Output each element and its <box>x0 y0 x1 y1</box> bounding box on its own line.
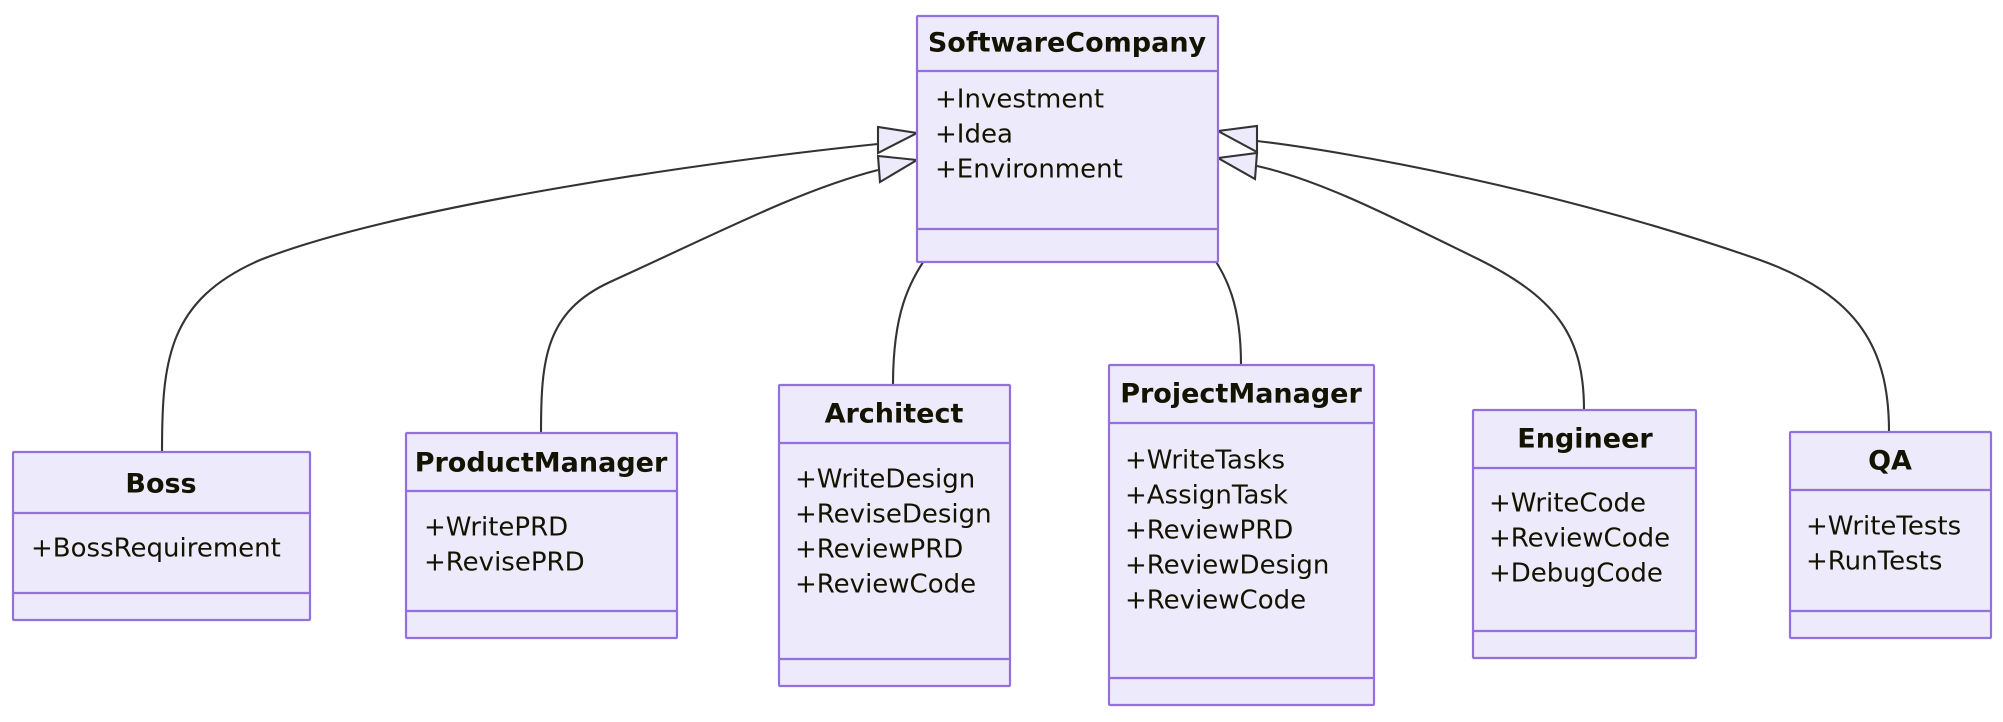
class-box-outline-architect <box>777 383 1012 688</box>
class-attribute: +WriteTests <box>1806 512 1961 542</box>
class-box-outline-boss <box>11 450 312 622</box>
class-box-engineer[interactable]: Engineer +WriteCode +ReviewCode +DebugCo… <box>1471 408 1698 660</box>
class-attribute: +ReviewCode <box>1489 524 1670 554</box>
edge-productmanager-to-softwarecompany <box>539 168 879 434</box>
class-attribute: +Idea <box>935 120 1013 150</box>
class-attribute: +RunTests <box>1806 547 1942 577</box>
class-attribute: +ReviewPRD <box>795 535 963 565</box>
class-attribute: +RevisePRD <box>424 548 585 578</box>
class-attribute: +ReviewPRD <box>1125 516 1293 546</box>
class-attribute: +WriteTasks <box>1125 446 1285 476</box>
class-attribute: +ReviseDesign <box>795 500 992 530</box>
edge-boss-to-softwarecompany <box>160 142 879 453</box>
class-box-outline-project-manager <box>1107 363 1376 707</box>
class-title-qa: QA <box>1868 446 1912 477</box>
class-box-outline-product-manager <box>404 431 679 640</box>
class-attribute: +WriteDesign <box>795 465 975 495</box>
class-box-project-manager[interactable]: ProjectManager +WriteTasks +AssignTask +… <box>1107 363 1376 707</box>
class-box-outline-software-company <box>915 14 1220 264</box>
generalization-arrowhead-productmanager <box>876 154 921 184</box>
class-title-software-company: SoftwareCompany <box>928 28 1207 59</box>
class-box-software-company[interactable]: SoftwareCompany +Investment +Idea +Envir… <box>915 14 1220 264</box>
class-attribute: +WritePRD <box>424 513 568 543</box>
class-box-qa[interactable]: QA +WriteTests +RunTests <box>1788 430 1993 640</box>
generalization-arrowhead-engineer <box>1214 151 1259 181</box>
class-box-product-manager[interactable]: ProductManager +WritePRD +RevisePRD <box>404 431 679 640</box>
class-box-boss[interactable]: Boss +BossRequirement <box>11 450 312 622</box>
class-attribute: +AssignTask <box>1125 481 1288 511</box>
class-box-outline-qa <box>1788 430 1993 640</box>
class-box-outline-engineer <box>1471 408 1698 660</box>
generalization-arrowhead-boss <box>876 125 921 155</box>
class-attribute: +Investment <box>935 85 1104 115</box>
class-title-engineer: Engineer <box>1517 424 1653 455</box>
class-title-project-manager: ProjectManager <box>1120 379 1362 410</box>
class-title-boss: Boss <box>125 469 196 500</box>
class-box-architect[interactable]: Architect +WriteDesign +ReviseDesign +Re… <box>777 383 1012 688</box>
class-attribute: +ReviewCode <box>1125 586 1306 616</box>
class-attribute: +ReviewDesign <box>1125 551 1329 581</box>
class-attribute: +BossRequirement <box>31 534 281 564</box>
class-attribute: +ReviewCode <box>795 570 976 600</box>
edge-engineer-to-softwarecompany <box>1256 164 1586 411</box>
class-attribute: +Environment <box>935 155 1123 185</box>
class-attribute: +DebugCode <box>1489 559 1663 589</box>
class-title-product-manager: ProductManager <box>415 448 668 479</box>
generalization-arrowhead-qa <box>1214 124 1259 154</box>
class-attribute: +WriteCode <box>1489 489 1646 519</box>
edge-qa-to-softwarecompany <box>1256 139 1891 433</box>
class-title-architect: Architect <box>825 399 964 430</box>
